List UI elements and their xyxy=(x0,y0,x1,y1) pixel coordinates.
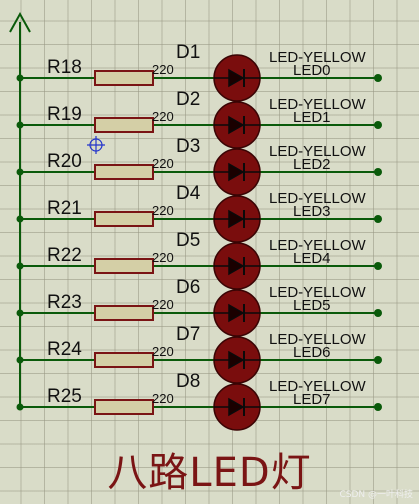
led-type-label: LED-YELLOW xyxy=(269,49,367,66)
net-label: LED5 xyxy=(293,297,331,314)
resistor-value: 220 xyxy=(152,109,174,124)
resistor-label: R20 xyxy=(47,151,82,172)
terminal-dot xyxy=(374,403,382,411)
resistor-value: 220 xyxy=(152,250,174,265)
resistor-value: 220 xyxy=(152,297,174,312)
resistor-label: R21 xyxy=(47,198,82,219)
terminal-dot xyxy=(374,262,382,270)
resistor-label: R22 xyxy=(47,245,82,266)
junction-dot xyxy=(16,309,24,317)
junction-dot xyxy=(16,215,24,223)
resistor-label: R25 xyxy=(47,386,82,407)
resistor-body xyxy=(94,399,154,415)
net-label: LED0 xyxy=(293,62,331,79)
power-rail xyxy=(9,11,31,407)
net-label: LED2 xyxy=(293,156,331,173)
junction-dot xyxy=(16,121,24,129)
net-label: LED4 xyxy=(293,250,331,267)
junction-dot xyxy=(16,262,24,270)
resistor-body xyxy=(94,117,154,133)
diode-label: D5 xyxy=(176,230,200,251)
resistor-label: R18 xyxy=(47,57,82,78)
diode-label: D4 xyxy=(176,183,201,204)
resistor-body xyxy=(94,258,154,274)
terminal-dot xyxy=(374,168,382,176)
net-label: LED3 xyxy=(293,203,331,220)
resistor-body xyxy=(94,70,154,86)
diode-label: D7 xyxy=(176,324,200,345)
resistor-label: R23 xyxy=(47,292,82,313)
diode-label: D3 xyxy=(176,136,200,157)
led-type-label: LED-YELLOW xyxy=(269,190,367,207)
led-type-label: LED-YELLOW xyxy=(269,331,367,348)
net-label: LED1 xyxy=(293,109,331,126)
resistor-body xyxy=(94,305,154,321)
led-type-label: LED-YELLOW xyxy=(269,284,367,301)
junction-dot xyxy=(16,403,24,411)
crosshair-cursor-icon xyxy=(87,136,105,154)
resistor-value: 220 xyxy=(152,62,174,77)
diode-label: D6 xyxy=(176,277,200,298)
terminal-dot xyxy=(374,356,382,364)
resistor-body xyxy=(94,211,154,227)
watermark: CSDN @一叶科技 xyxy=(339,490,413,500)
led-type-label: LED-YELLOW xyxy=(269,96,367,113)
led-type-label: LED-YELLOW xyxy=(269,143,367,160)
junction-dot xyxy=(16,74,24,82)
terminal-dot xyxy=(374,121,382,129)
terminal-dot xyxy=(374,215,382,223)
power-arrow-icon xyxy=(9,11,31,33)
terminal-dot xyxy=(374,74,382,82)
diode-label: D2 xyxy=(176,89,200,110)
resistor-value: 220 xyxy=(152,391,174,406)
diode-label: D1 xyxy=(176,42,200,63)
terminal-dot xyxy=(374,309,382,317)
led-type-label: LED-YELLOW xyxy=(269,378,367,395)
junction-dot xyxy=(16,356,24,364)
resistor-body xyxy=(94,352,154,368)
net-label: LED6 xyxy=(293,344,331,361)
resistor-value: 220 xyxy=(152,344,174,359)
led-type-label: LED-YELLOW xyxy=(269,237,367,254)
net-label: LED7 xyxy=(293,391,331,408)
junction-dot xyxy=(16,168,24,176)
resistor-value: 220 xyxy=(152,156,174,171)
diode-label: D8 xyxy=(176,371,200,392)
resistor-label: R24 xyxy=(47,339,82,360)
resistor-body xyxy=(94,164,154,180)
resistor-value: 220 xyxy=(152,203,174,218)
resistor-label: R19 xyxy=(47,104,82,125)
diagram-title: 八路LED灯 xyxy=(107,450,312,496)
